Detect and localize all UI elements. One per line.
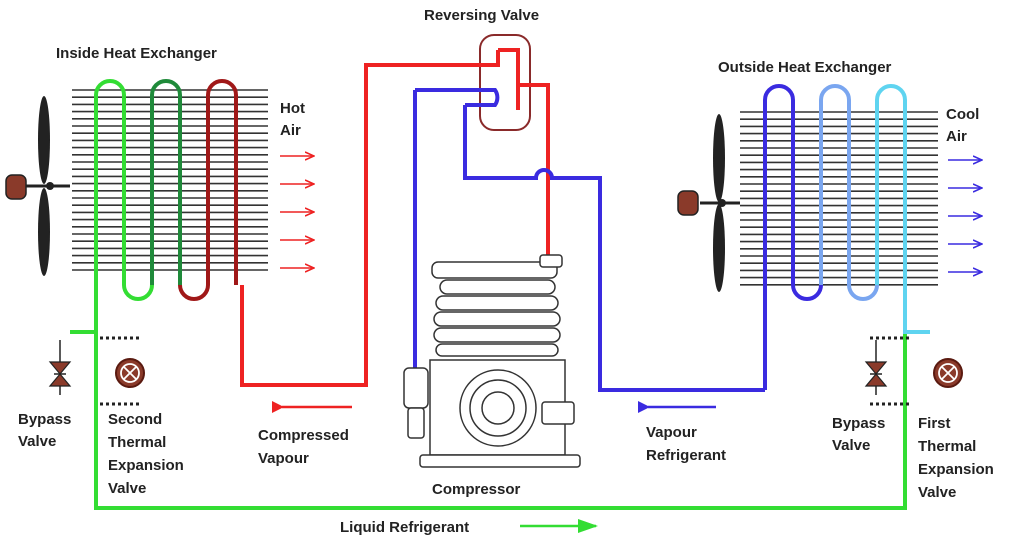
cool-air-arrows [948, 160, 982, 272]
first-thermal-expansion-valve [933, 358, 963, 388]
compressed-vapour-label-2: Vapour [258, 450, 309, 467]
first-expansion-label-1: First [918, 415, 951, 432]
inside-coil-darkgreen [150, 79, 182, 285]
bypass-valve-right [864, 340, 888, 395]
bypass-valve-left [48, 340, 72, 395]
hot-air-label-1: Hot [280, 100, 305, 117]
inside-coil-green [94, 79, 154, 310]
inside-fan-motor [5, 174, 27, 200]
inside-fan [5, 96, 70, 276]
compressor [403, 254, 581, 468]
inside-heat-exchanger-label: Inside Heat Exchanger [56, 45, 217, 62]
vapour-pipe-return [463, 105, 765, 392]
outside-heat-exchanger-label: Outside Heat Exchanger [718, 59, 892, 76]
outside-fan [677, 114, 740, 292]
inside-heat-exchanger [5, 79, 268, 310]
bypass-valve-left-label-2: Valve [18, 433, 56, 450]
compressor-label: Compressor [432, 481, 521, 498]
outside-fan-motor [677, 190, 699, 216]
first-expansion-label-2: Thermal [918, 438, 976, 455]
outside-coil-cyan [875, 84, 907, 310]
outside-coil-fins [740, 111, 938, 286]
first-expansion-label-4: Valve [918, 484, 956, 501]
outside-coil-blue [763, 84, 823, 390]
reversing-valve-label: Reversing Valve [424, 7, 539, 24]
second-expansion-label-3: Expansion [108, 457, 184, 474]
second-expansion-label-4: Valve [108, 480, 146, 497]
hot-air-arrows [280, 156, 314, 268]
cool-air-label-1: Cool [946, 106, 979, 123]
bypass-valve-right-label-2: Valve [832, 437, 870, 454]
first-expansion-label-3: Expansion [918, 461, 994, 478]
bypass-valve-right-label-1: Bypass [832, 415, 885, 432]
hot-air-label-2: Air [280, 122, 301, 139]
vapour-refrigerant-label-2: Refrigerant [646, 447, 726, 464]
hot-pipe-top [240, 50, 500, 387]
liquid-refrigerant-label: Liquid Refrigerant [340, 519, 469, 536]
cool-air-label-2: Air [946, 128, 967, 145]
reversing-valve [415, 34, 531, 131]
vapour-refrigerant-label-1: Vapour [646, 424, 697, 441]
inside-coil-fins [72, 89, 268, 271]
second-expansion-label-2: Thermal [108, 434, 166, 451]
outside-coil-lightblue [819, 84, 879, 301]
compressed-vapour-label-1: Compressed [258, 427, 349, 444]
outside-heat-exchanger [677, 84, 938, 390]
hot-pipe-discharge [518, 83, 550, 262]
inside-coil-darkred [178, 79, 238, 301]
second-thermal-expansion-valve [115, 358, 145, 388]
liquid-pipe [94, 310, 907, 510]
second-expansion-label-1: Second [108, 411, 162, 428]
bypass-valve-left-label-1: Bypass [18, 411, 71, 428]
